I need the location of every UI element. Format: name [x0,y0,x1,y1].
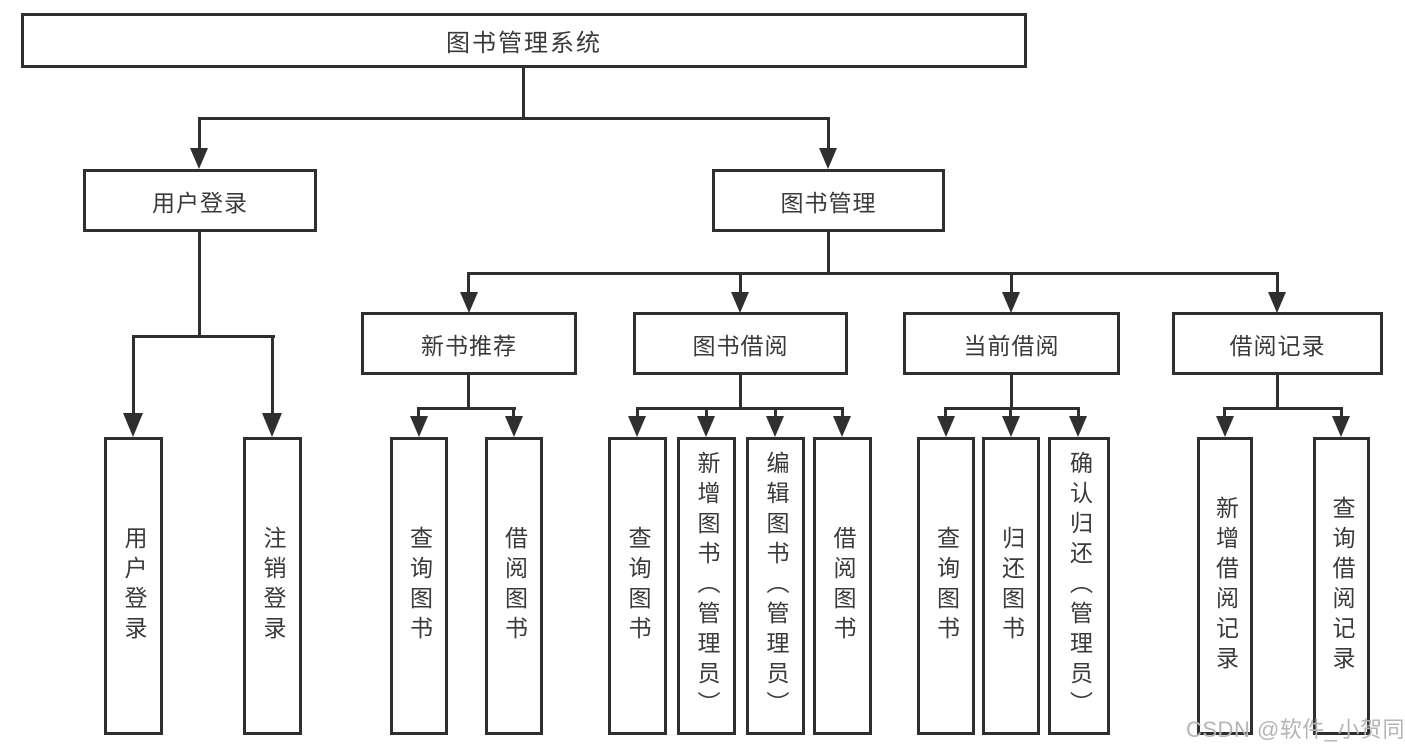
line [132,335,275,338]
arrowhead [190,148,208,169]
leaf-label: 查询图书 [625,526,651,646]
node-current-borrow: 当前借阅 [903,312,1120,375]
node-label: 借阅记录 [1229,332,1326,359]
leaf-label: 确认归还（管理员） [1066,451,1093,721]
node-borrow-records: 借阅记录 [1172,312,1383,375]
leaf-edit-books-admin: 编辑图书（管理员） [746,437,805,735]
node-label: 新书推荐 [421,332,517,359]
line [1276,375,1279,410]
leaf-confirm-return-admin: 确认归还（管理员） [1048,437,1110,735]
line [271,335,274,415]
leaf-label: 查询借阅记录 [1329,496,1355,676]
line [198,117,830,120]
leaf-add-books-admin: 新增图书（管理员） [677,437,736,735]
line [827,232,830,275]
line [417,407,516,410]
node-user-login: 用户登录 [83,169,317,232]
node-label: 当前借阅 [963,332,1060,359]
arrowhead [819,148,837,169]
line [841,407,844,417]
arrowhead [1002,292,1020,313]
line [467,375,470,410]
line [1340,407,1343,417]
arrowhead [1268,292,1286,313]
leaf-label: 编辑图书（管理员） [763,451,789,721]
line [1223,407,1226,417]
line [198,117,201,149]
arrowhead [766,416,784,437]
arrowhead [1332,416,1350,437]
leaf-label: 查询图书 [933,526,960,646]
line [636,407,639,417]
arrowhead [1216,416,1234,437]
leaf-label: 归还图书 [998,526,1025,646]
arrowhead [833,416,851,437]
line [1224,407,1343,410]
node-root-label: 图书管理系统 [446,30,602,57]
line [132,335,135,415]
leaf-current-query-books: 查询图书 [917,437,975,735]
line [467,272,470,294]
arrowhead [460,292,478,313]
leaf-recommend-query-books: 查询图书 [390,437,448,735]
line [636,407,844,410]
line [739,272,742,294]
leaf-recommend-borrow-books: 借阅图书 [485,437,543,735]
node-book-borrow: 图书借阅 [633,312,848,375]
leaf-user-login: 用户登录 [104,437,163,735]
node-label: 图书管理 [780,189,877,216]
line [1010,272,1013,294]
arrowhead [505,416,523,437]
line [739,375,742,410]
line [1276,272,1279,294]
node-new-book-recommend: 新书推荐 [361,312,577,375]
line [522,68,525,120]
leaf-label: 用户登录 [121,526,147,646]
arrowhead [123,413,143,437]
leaf-label: 借阅图书 [830,526,856,646]
leaf-borrow-query-books: 查询图书 [608,437,667,735]
leaf-label: 注销登录 [260,526,286,646]
arrowhead [1069,416,1087,437]
leaf-label: 新增借阅记录 [1212,496,1239,676]
arrowhead [937,416,955,437]
arrowhead [628,416,646,437]
line [705,407,708,417]
line [944,407,1080,410]
leaf-label: 借阅图书 [501,526,528,646]
leaf-logout: 注销登录 [243,437,302,735]
line [468,272,1279,275]
line [417,407,420,417]
line [827,117,830,149]
line [1009,407,1012,417]
node-label: 图书借阅 [692,332,789,359]
arrowhead [1002,416,1020,437]
leaf-label: 新增图书（管理员） [694,451,720,721]
line [774,407,777,417]
node-label: 用户登录 [152,189,248,216]
line [198,232,201,335]
line [1010,375,1013,410]
node-book-management: 图书管理 [712,169,945,232]
arrowhead [410,416,428,437]
leaf-query-borrow-record: 查询借阅记录 [1313,437,1370,735]
line [1077,407,1080,417]
leaf-return-books: 归还图书 [982,437,1040,735]
line [512,407,515,417]
leaf-add-borrow-record: 新增借阅记录 [1197,437,1253,735]
node-root: 图书管理系统 [21,13,1027,68]
line [944,407,947,417]
arrowhead [262,413,282,437]
leaf-label: 查询图书 [406,526,433,646]
leaf-borrow-books: 借阅图书 [813,437,872,735]
arrowhead [731,292,749,313]
watermark: CSDN @软件_小贺同学 [1186,717,1405,742]
arrowhead [697,416,715,437]
